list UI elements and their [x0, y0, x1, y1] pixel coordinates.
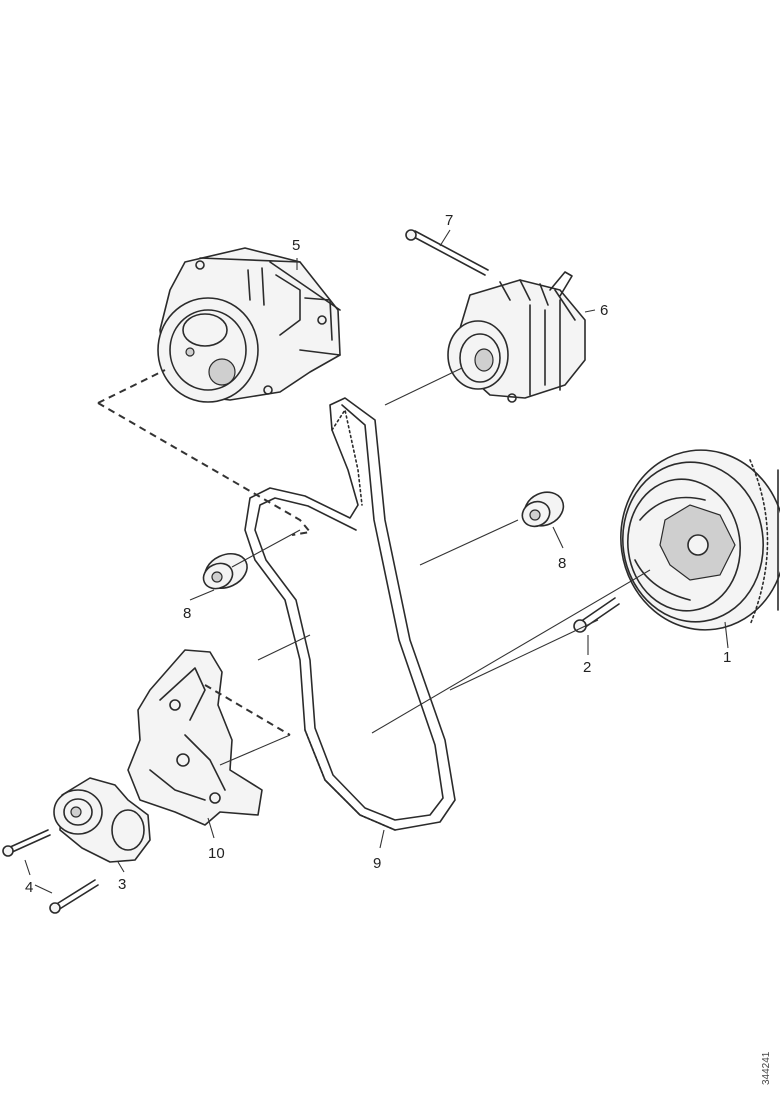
callout-1: 1	[723, 649, 731, 666]
callout-4: 4	[25, 879, 33, 896]
callouts: 5 6 7 1 2 8 8 9 10 3 4	[24, 212, 731, 896]
part-1-crankshaft-pulley	[620, 449, 780, 631]
callout-7: 7	[445, 212, 453, 229]
part-8-idler-pulley-right	[521, 491, 565, 528]
part-4-bolts	[2, 829, 99, 914]
callout-8-right: 8	[558, 555, 566, 572]
part-8-idler-pulley-left	[202, 552, 248, 590]
leader-lines	[97, 367, 651, 766]
part-6-alternator	[447, 271, 586, 403]
part-9-drive-belt	[244, 397, 456, 831]
callout-3: 3	[118, 876, 126, 893]
part-3-belt-tensioner	[53, 777, 151, 863]
callout-5: 5	[292, 237, 300, 254]
part-7-bolt	[405, 229, 489, 276]
part-2-bolt	[573, 597, 620, 633]
callout-10: 10	[208, 845, 225, 862]
part-5-pump-assembly	[157, 247, 341, 403]
callout-8-left: 8	[183, 605, 191, 622]
drawing-reference-number: 344241	[761, 1051, 772, 1085]
callout-2: 2	[583, 659, 591, 676]
callout-9: 9	[373, 855, 381, 872]
part-10-tensioner-bracket	[127, 649, 263, 826]
callout-6: 6	[600, 302, 608, 319]
